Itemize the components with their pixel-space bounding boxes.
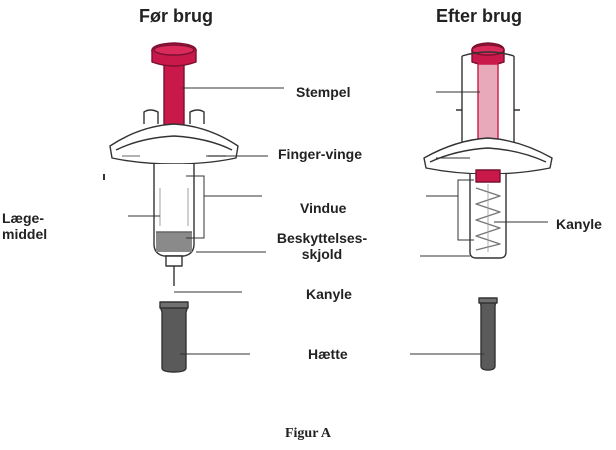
cap-before: [159, 305, 189, 373]
label-needle: Kanyle: [306, 286, 352, 302]
figure-caption: Figur A: [284, 426, 332, 441]
label-guard: Beskyttelses- skjold: [266, 230, 378, 262]
leader-lines: [128, 87, 548, 355]
spring-after: [475, 187, 501, 251]
leader-window: [186, 175, 262, 239]
flange-collar-before: [143, 109, 205, 124]
medicine-before: [156, 232, 192, 252]
window-outline-before: [159, 188, 189, 226]
label-plunger: Stempel: [296, 84, 351, 100]
label-medicine-line1: Læge-: [2, 210, 44, 226]
plunger-head-top-before: [153, 44, 195, 56]
syringe-after-use: [423, 42, 553, 371]
label-needle-after: Kanyle: [556, 216, 602, 232]
plunger-stopper-after: [475, 169, 501, 183]
leader-window-after: [426, 179, 474, 241]
syringe-before-use: [109, 42, 239, 373]
label-guard-line1: Beskyttelses-: [276, 230, 368, 246]
finger-flange-before: [109, 123, 239, 165]
finger-flange-after: [423, 137, 553, 175]
heading-after-use: Efter brug: [435, 6, 522, 26]
label-medicine-line2: middel: [2, 226, 48, 242]
plunger-housing-after: [461, 51, 515, 150]
label-guard-line2: skjold: [301, 246, 343, 262]
label-cap: Hætte: [308, 346, 348, 362]
needle-hub-before: [165, 255, 183, 267]
label-window: Vindue: [300, 200, 347, 216]
cap-after: [479, 299, 497, 371]
heading-before-use: Før brug: [139, 6, 213, 26]
label-medicine: Læge- middel: [2, 210, 47, 242]
label-finger-flange: Finger-vinge: [278, 146, 363, 162]
